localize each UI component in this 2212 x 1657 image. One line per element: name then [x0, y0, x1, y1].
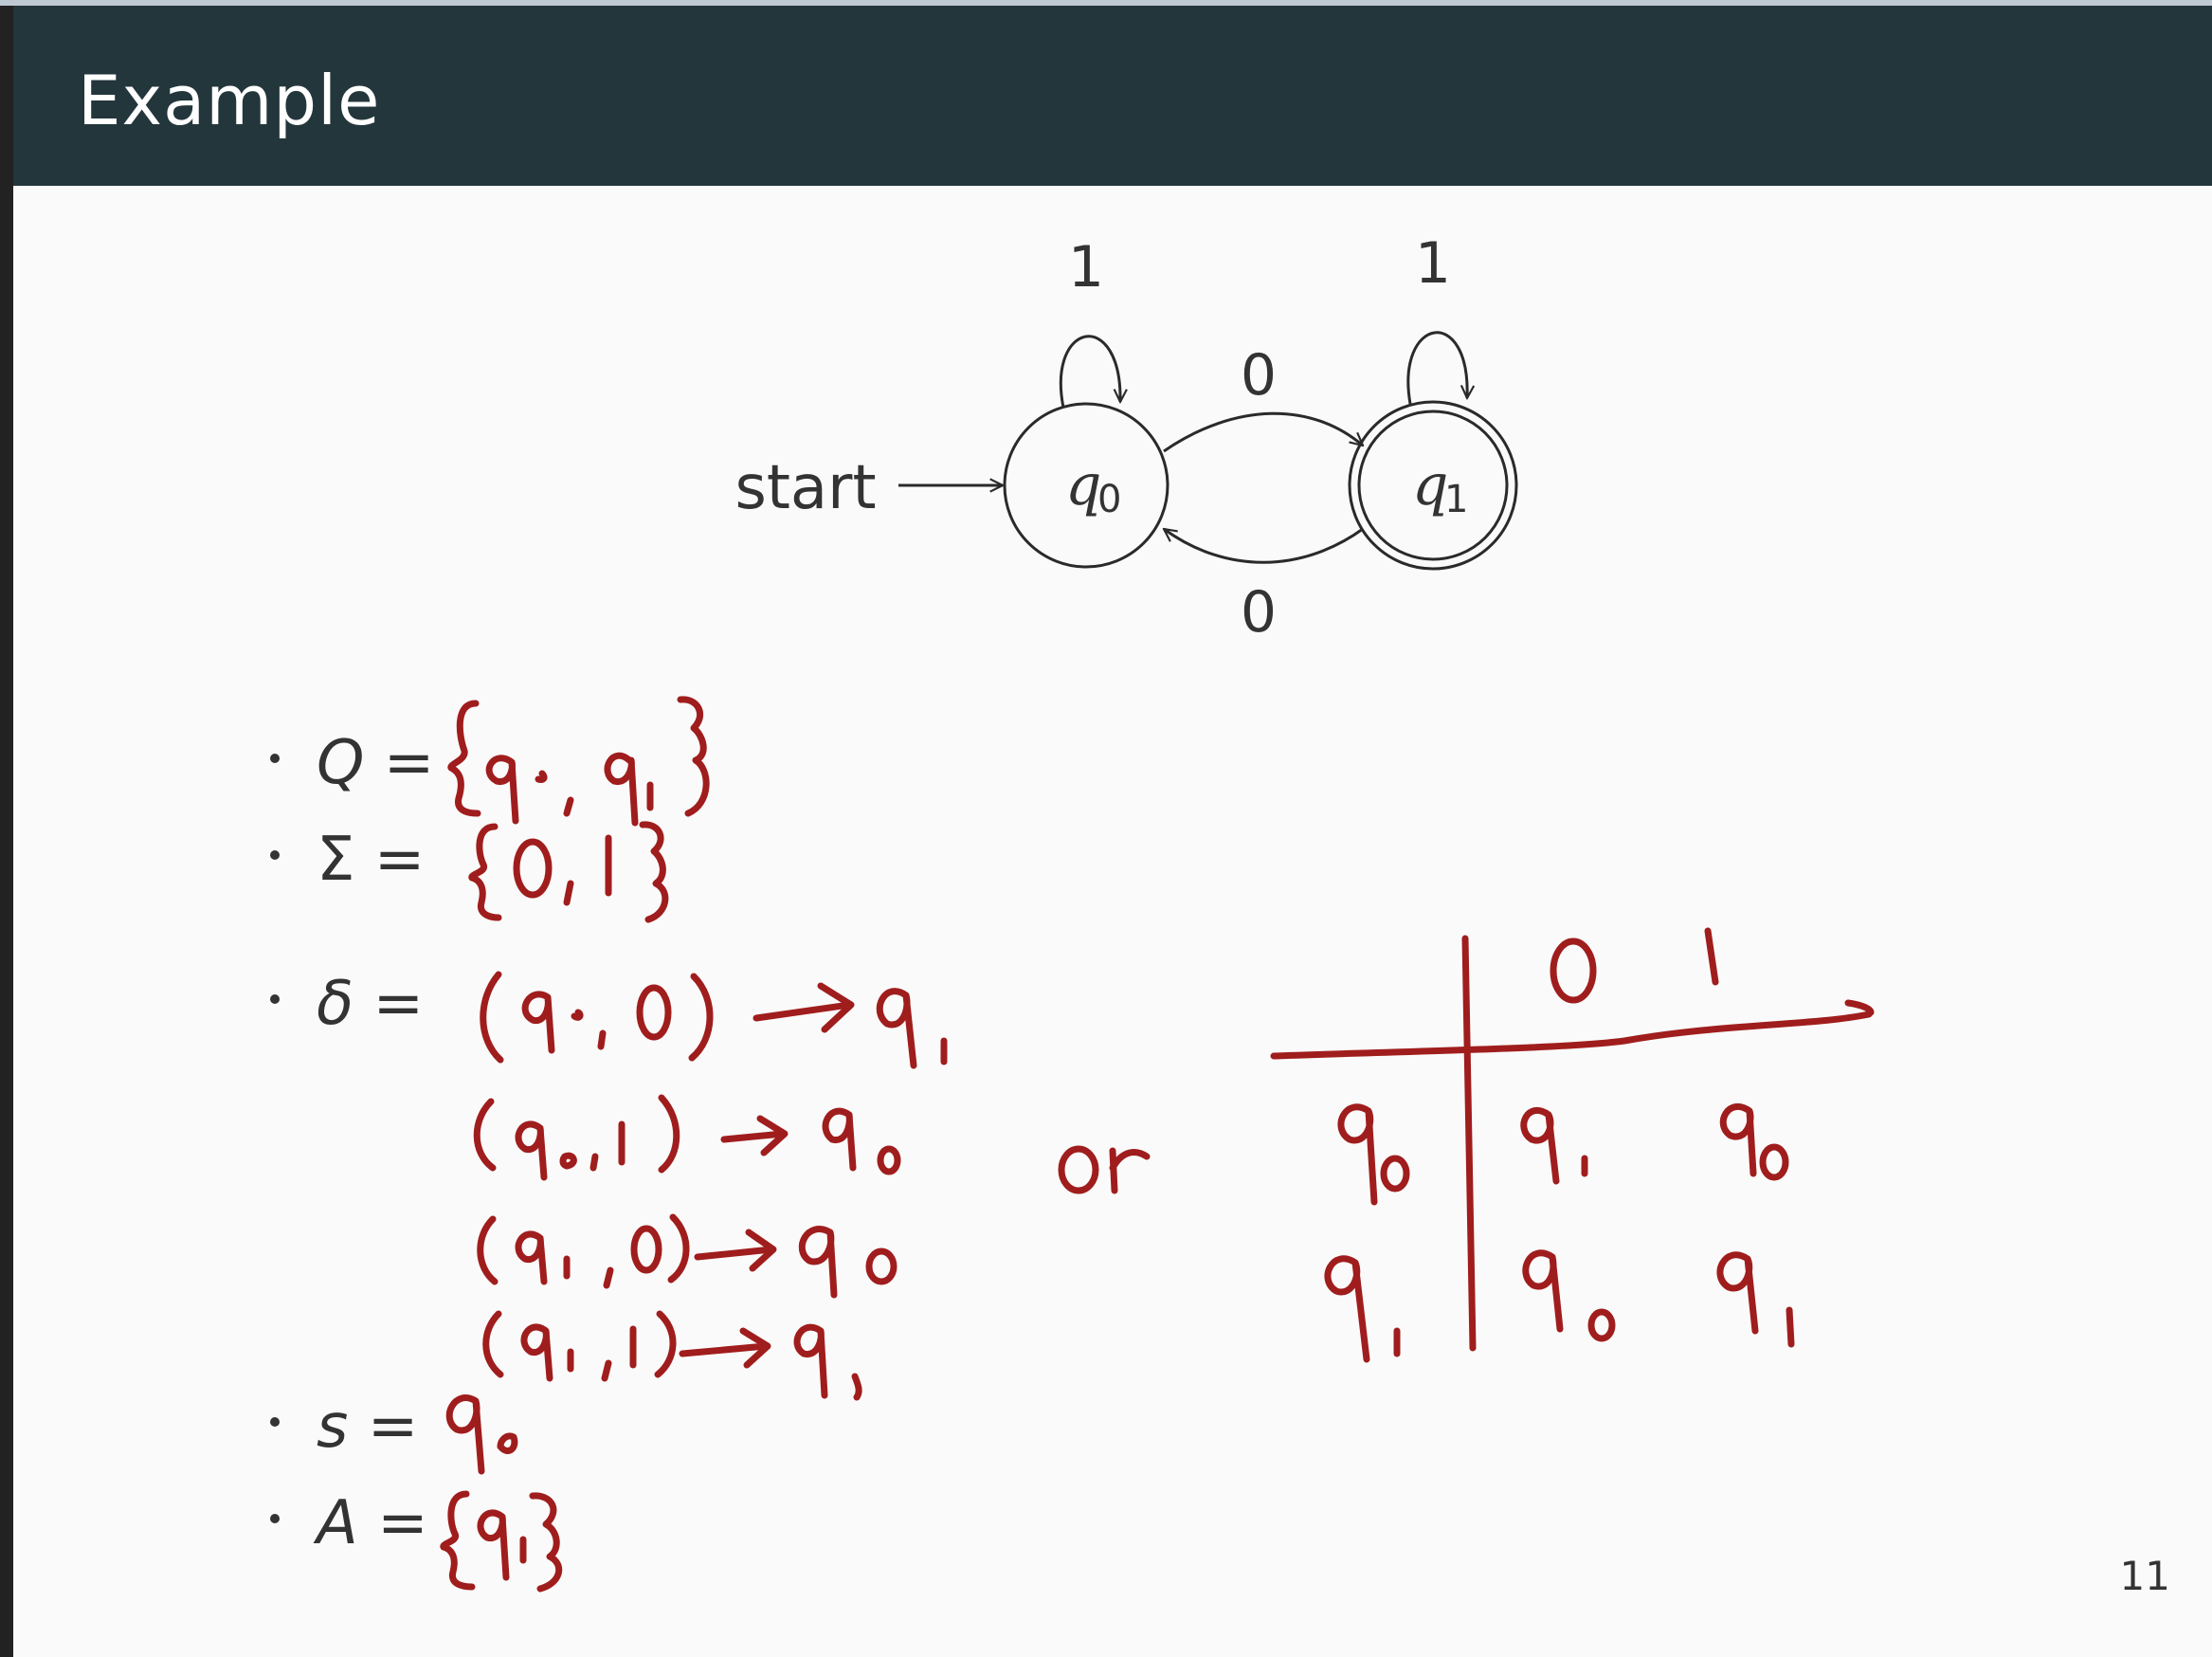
- window-left-border: [0, 6, 13, 1657]
- handwriting-s-value: [445, 1394, 518, 1475]
- bullet-dot: [270, 754, 280, 763]
- state-q1-inner-circle: [1357, 410, 1509, 561]
- handwriting-A-set: [440, 1490, 563, 1593]
- slide: Example start q 0 q 1 1: [13, 6, 2212, 1657]
- edge-q0-q1: [1163, 411, 1363, 453]
- def-s-label: s =: [317, 1392, 418, 1462]
- state-q0-subscript: 0: [1097, 478, 1121, 521]
- def-delta-label: δ =: [317, 969, 424, 1039]
- loop-q0: [1059, 335, 1120, 409]
- loop-q0-label: 1: [1068, 234, 1104, 300]
- bullet-dot: [270, 1417, 280, 1427]
- handwriting-sigma-set: [468, 821, 669, 923]
- start-label: start: [734, 453, 876, 523]
- edge-q1-q0: [1164, 529, 1364, 564]
- def-A-label: A =: [313, 1488, 428, 1558]
- state-q0-circle: [1003, 402, 1169, 569]
- window-top-border: [0, 0, 2212, 6]
- table-vertical-line: [1461, 935, 1477, 1352]
- handwriting-or: [1058, 1145, 1151, 1194]
- state-q1: q 1: [1348, 400, 1518, 571]
- page-number: 11: [2119, 1553, 2170, 1599]
- handwriting-Q-set: [447, 696, 710, 827]
- loop-q1-label: 1: [1415, 230, 1451, 297]
- edge-q0-q1-label: 0: [1241, 342, 1277, 409]
- bullet-dot: [270, 850, 280, 860]
- def-sigma-label: Σ =: [317, 825, 425, 895]
- bullet-dot: [270, 1514, 280, 1523]
- slide-canvas: start q 0 q 1 1 1 0 0: [270, 230, 1875, 1593]
- automaton-diagram: start q 0 q 1 1 1 0 0: [734, 230, 1518, 646]
- loop-q1: [1406, 331, 1467, 405]
- state-q0: q 0: [1003, 402, 1169, 569]
- edge-q1-q0-label: 0: [1241, 579, 1277, 646]
- state-q1-subscript: 1: [1444, 478, 1468, 521]
- state-q0-name: q: [1065, 452, 1101, 519]
- handwriting-transition-table: [1270, 927, 1875, 1363]
- table-horizontal-line: [1270, 1011, 1873, 1060]
- state-q1-outer-circle: [1348, 400, 1518, 571]
- bullet-dot: [270, 994, 280, 1004]
- state-q1-name: q: [1412, 452, 1448, 519]
- slide-title: Example: [78, 61, 381, 140]
- definition-list: Q = Σ = δ = s = A =: [270, 728, 434, 1558]
- slide-header: Example: [13, 6, 2212, 186]
- handwriting-delta-rules: [473, 971, 948, 1401]
- def-Q-label: Q =: [317, 728, 434, 798]
